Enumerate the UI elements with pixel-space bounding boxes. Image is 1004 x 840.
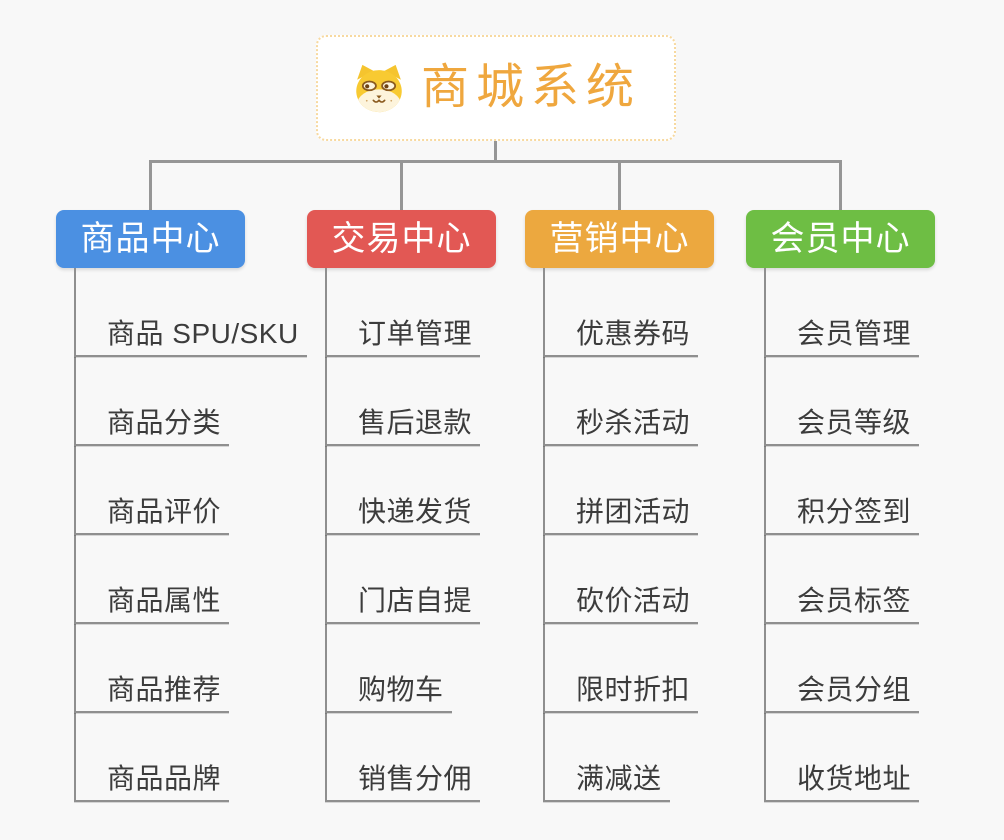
leaf-item[interactable]: 收货地址 bbox=[764, 758, 920, 802]
leaf-label: 会员标签 bbox=[797, 584, 912, 616]
leaf-item[interactable]: 会员分组 bbox=[764, 669, 920, 713]
leaf-label: 优惠券码 bbox=[576, 317, 691, 349]
root-node[interactable]: 商城系统 bbox=[316, 35, 676, 141]
branch-header-member-center[interactable]: 会员中心 bbox=[746, 210, 935, 268]
branch-label: 商品中心 bbox=[80, 220, 221, 258]
leaf-item[interactable]: 购物车 bbox=[325, 669, 452, 713]
branch-label: 营销中心 bbox=[549, 220, 690, 258]
leaf-label: 会员分组 bbox=[797, 673, 912, 705]
leaf-item[interactable]: 订单管理 bbox=[325, 313, 481, 357]
leaf-item[interactable]: 会员标签 bbox=[764, 580, 920, 624]
leaf-item[interactable]: 积分签到 bbox=[764, 491, 920, 535]
leaf-item[interactable]: 门店自提 bbox=[325, 580, 481, 624]
leaf-label: 商品属性 bbox=[107, 584, 222, 616]
leaf-label: 会员等级 bbox=[797, 406, 912, 438]
leaf-item[interactable]: 会员管理 bbox=[764, 313, 920, 357]
leaf-label: 商品分类 bbox=[107, 406, 222, 438]
leaf-item[interactable]: 售后退款 bbox=[325, 402, 481, 446]
branch-header-trade-center[interactable]: 交易中心 bbox=[307, 210, 496, 268]
branch-trunk-line bbox=[764, 268, 766, 802]
connector-root-stub bbox=[494, 141, 497, 161]
leaf-label: 满减送 bbox=[576, 762, 662, 794]
leaf-item[interactable]: 优惠券码 bbox=[543, 313, 699, 357]
leaf-label: 收货地址 bbox=[797, 762, 912, 794]
leaf-label: 会员管理 bbox=[797, 317, 912, 349]
root-title: 商城系统 bbox=[420, 61, 641, 114]
branch-header-marketing-center[interactable]: 营销中心 bbox=[525, 210, 714, 268]
leaf-item[interactable]: 会员等级 bbox=[764, 402, 920, 446]
leaf-item[interactable]: 商品品牌 bbox=[74, 758, 230, 802]
leaf-item[interactable]: 商品推荐 bbox=[74, 669, 230, 713]
connector-branch-stub bbox=[618, 161, 621, 210]
leaf-item[interactable]: 拼团活动 bbox=[543, 491, 699, 535]
leaf-item[interactable]: 砍价活动 bbox=[543, 580, 699, 624]
leaf-item[interactable]: 满减送 bbox=[543, 758, 670, 802]
shiba-dog-face-icon bbox=[356, 64, 402, 112]
leaf-item[interactable]: 销售分佣 bbox=[325, 758, 481, 802]
leaf-item[interactable]: 商品属性 bbox=[74, 580, 230, 624]
leaf-label: 购物车 bbox=[358, 673, 444, 705]
branch-header-product-center[interactable]: 商品中心 bbox=[56, 210, 245, 268]
leaf-item[interactable]: 秒杀活动 bbox=[543, 402, 699, 446]
connector-branch-stub bbox=[839, 161, 842, 210]
leaf-label: 门店自提 bbox=[358, 584, 473, 616]
branch-trunk-line bbox=[325, 268, 327, 802]
leaf-label: 商品评价 bbox=[107, 495, 222, 527]
branch-trunk-line bbox=[543, 268, 545, 802]
branch-trunk-line bbox=[74, 268, 76, 802]
connector-branch-stub bbox=[149, 161, 152, 210]
leaf-label: 商品推荐 bbox=[107, 673, 222, 705]
leaf-label: 积分签到 bbox=[797, 495, 912, 527]
leaf-label: 销售分佣 bbox=[358, 762, 473, 794]
leaf-item[interactable]: 商品 SPU/SKU bbox=[74, 313, 307, 357]
connector-horizontal-line bbox=[149, 160, 842, 163]
leaf-label: 快递发货 bbox=[358, 495, 473, 527]
branch-label: 交易中心 bbox=[331, 220, 472, 258]
leaf-label: 砍价活动 bbox=[576, 584, 691, 616]
leaf-item[interactable]: 快递发货 bbox=[325, 491, 481, 535]
leaf-label: 商品品牌 bbox=[107, 762, 222, 794]
leaf-label: 秒杀活动 bbox=[576, 406, 691, 438]
leaf-label: 拼团活动 bbox=[576, 495, 691, 527]
leaf-item[interactable]: 商品评价 bbox=[74, 491, 230, 535]
leaf-label: 商品 SPU/SKU bbox=[107, 317, 299, 349]
leaf-item[interactable]: 商品分类 bbox=[74, 402, 230, 446]
leaf-label: 订单管理 bbox=[358, 317, 473, 349]
leaf-label: 限时折扣 bbox=[576, 673, 691, 705]
leaf-item[interactable]: 限时折扣 bbox=[543, 669, 699, 713]
connector-branch-stub bbox=[400, 161, 403, 210]
leaf-label: 售后退款 bbox=[358, 406, 473, 438]
branch-label: 会员中心 bbox=[770, 220, 911, 258]
